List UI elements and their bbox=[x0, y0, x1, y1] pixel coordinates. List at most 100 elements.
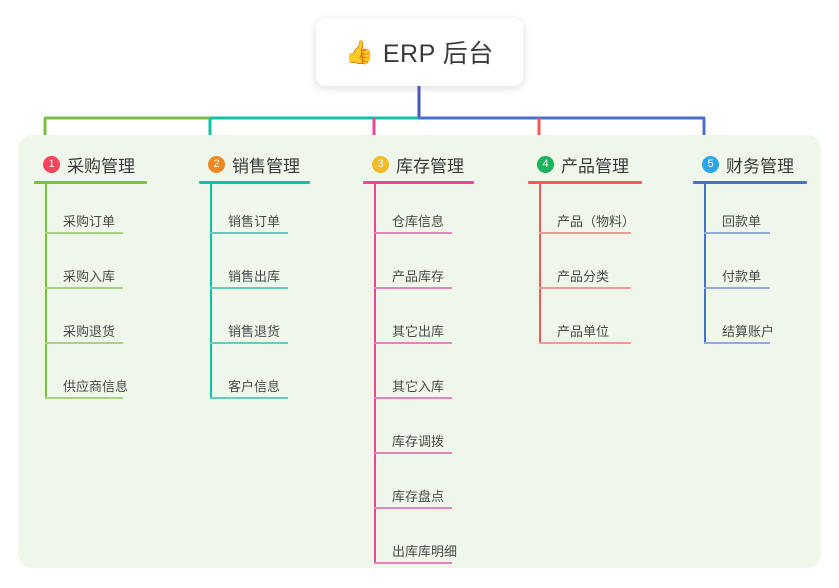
leaf-node[interactable]: 出库库明细 bbox=[363, 514, 513, 569]
leaf-node[interactable]: 其它出库 bbox=[363, 294, 513, 349]
mindmap-column-4: 4 产品管理产品（物料） 产品分类产品单位 bbox=[528, 149, 678, 349]
column-title: 采购管理 bbox=[67, 156, 135, 176]
column-title: 产品管理 bbox=[561, 156, 629, 176]
leaf-node-underline bbox=[374, 287, 452, 289]
leaf-node[interactable]: 客户信息 bbox=[199, 349, 349, 404]
leaf-node-underline bbox=[539, 232, 631, 234]
leaf-node-underline bbox=[704, 342, 770, 344]
column-header-1[interactable]: 1 采购管理 bbox=[34, 149, 184, 179]
column-underline bbox=[528, 181, 642, 184]
leaf-node[interactable]: 供应商信息 bbox=[34, 349, 184, 404]
column-spine bbox=[704, 184, 706, 344]
leaf-node-label: 客户信息 bbox=[228, 379, 281, 394]
leaf-node-label: 结算账户 bbox=[722, 324, 775, 339]
column-number-badge: 4 bbox=[537, 155, 554, 173]
mindmap-column-2: 2 销售管理销售订单销售出库销售退货客户信息 bbox=[199, 149, 349, 404]
leaf-node[interactable]: 回款单 bbox=[693, 184, 825, 239]
leaf-node[interactable]: 付款单 bbox=[693, 239, 825, 294]
column-spine bbox=[45, 184, 47, 399]
column-header-3[interactable]: 3 库存管理 bbox=[363, 149, 513, 179]
column-spine bbox=[210, 184, 212, 399]
column-header-4[interactable]: 4 产品管理 bbox=[528, 149, 678, 179]
column-spine bbox=[539, 184, 541, 344]
leaf-node-underline bbox=[374, 507, 452, 509]
leaf-node[interactable]: 产品分类 bbox=[528, 239, 678, 294]
leaf-node-label: 销售订单 bbox=[228, 214, 281, 229]
column-header-2[interactable]: 2 销售管理 bbox=[199, 149, 349, 179]
leaf-node-underline bbox=[210, 342, 288, 344]
thumbs-up-icon: 👍 bbox=[345, 38, 374, 65]
column-number-badge: 3 bbox=[372, 155, 389, 173]
leaf-node-underline bbox=[45, 397, 123, 399]
leaf-node-underline bbox=[45, 287, 123, 289]
column-spine bbox=[374, 184, 376, 564]
leaf-node[interactable]: 采购订单 bbox=[34, 184, 184, 239]
column-number-badge: 5 bbox=[702, 155, 719, 173]
leaf-node-label: 采购入库 bbox=[63, 269, 116, 284]
column-number-badge: 1 bbox=[43, 155, 60, 173]
mindmap-column-1: 1 采购管理采购订单采购入库采购退货供应商信息 bbox=[34, 149, 184, 404]
leaf-node-underline bbox=[374, 397, 452, 399]
column-items: 仓库信息产品库存其它出库其它入库库存调拨库存盘点出库库明细 bbox=[363, 184, 513, 569]
leaf-node-label: 采购退货 bbox=[63, 324, 116, 339]
leaf-node[interactable]: 库存调拨 bbox=[363, 404, 513, 459]
leaf-node[interactable]: 销售退货 bbox=[199, 294, 349, 349]
mindmap-panel: 1 采购管理采购订单采购入库采购退货供应商信息 2 销售管理销售订单销售出库销售退货客… bbox=[18, 135, 821, 568]
leaf-node-underline bbox=[374, 342, 452, 344]
leaf-node[interactable]: 采购退货 bbox=[34, 294, 184, 349]
mindmap-column-3: 3 库存管理仓库信息产品库存其它出库其它入库库存调拨库存盘点出库库明细 bbox=[363, 149, 513, 569]
column-underline bbox=[363, 181, 474, 184]
leaf-node-label: 产品（物料） bbox=[557, 214, 636, 229]
leaf-node-label: 仓库信息 bbox=[392, 214, 445, 229]
leaf-node-label: 库存调拨 bbox=[392, 434, 445, 449]
column-number-badge: 2 bbox=[208, 155, 225, 173]
leaf-node-label: 其它出库 bbox=[392, 324, 445, 339]
column-items: 回款单付款单结算账户 bbox=[693, 184, 825, 349]
leaf-node[interactable]: 采购入库 bbox=[34, 239, 184, 294]
leaf-node-underline bbox=[374, 232, 452, 234]
leaf-node[interactable]: 其它入库 bbox=[363, 349, 513, 404]
root-node-card[interactable]: 👍 ERP 后台 bbox=[316, 18, 523, 86]
column-underline bbox=[199, 181, 310, 184]
leaf-node-label: 其它入库 bbox=[392, 379, 445, 394]
leaf-node-label: 库存盘点 bbox=[392, 489, 445, 504]
column-items: 采购订单采购入库采购退货供应商信息 bbox=[34, 184, 184, 404]
leaf-node[interactable]: 销售订单 bbox=[199, 184, 349, 239]
column-title: 财务管理 bbox=[726, 156, 794, 176]
column-title: 库存管理 bbox=[396, 156, 464, 176]
leaf-node-underline bbox=[539, 287, 631, 289]
leaf-node-underline bbox=[210, 287, 288, 289]
leaf-node[interactable]: 产品单位 bbox=[528, 294, 678, 349]
leaf-node-label: 采购订单 bbox=[63, 214, 116, 229]
column-underline bbox=[34, 181, 147, 184]
leaf-node-label: 回款单 bbox=[722, 214, 762, 229]
leaf-node-underline bbox=[210, 232, 288, 234]
leaf-node-label: 供应商信息 bbox=[63, 379, 129, 394]
leaf-node-underline bbox=[704, 232, 770, 234]
root-node-title: ERP 后台 bbox=[382, 40, 494, 68]
leaf-node-underline bbox=[539, 342, 631, 344]
leaf-node-underline bbox=[704, 287, 770, 289]
leaf-node-label: 销售出库 bbox=[228, 269, 281, 284]
leaf-node-label: 产品库存 bbox=[392, 269, 445, 284]
leaf-node[interactable]: 销售出库 bbox=[199, 239, 349, 294]
leaf-node-label: 产品单位 bbox=[557, 324, 610, 339]
leaf-node-underline bbox=[374, 562, 452, 564]
column-items: 销售订单销售出库销售退货客户信息 bbox=[199, 184, 349, 404]
leaf-node-label: 产品分类 bbox=[557, 269, 610, 284]
column-items: 产品（物料） 产品分类产品单位 bbox=[528, 184, 678, 349]
leaf-node[interactable]: 产品（物料） bbox=[528, 184, 678, 239]
leaf-node-underline bbox=[374, 452, 452, 454]
leaf-node-label: 付款单 bbox=[722, 269, 762, 284]
column-title: 销售管理 bbox=[232, 156, 300, 176]
leaf-node[interactable]: 库存盘点 bbox=[363, 459, 513, 514]
leaf-node-label: 出库库明细 bbox=[392, 544, 458, 559]
leaf-node-underline bbox=[45, 342, 123, 344]
column-header-5[interactable]: 5 财务管理 bbox=[693, 149, 825, 179]
leaf-node[interactable]: 仓库信息 bbox=[363, 184, 513, 239]
leaf-node-label: 销售退货 bbox=[228, 324, 281, 339]
leaf-node[interactable]: 产品库存 bbox=[363, 239, 513, 294]
leaf-node[interactable]: 结算账户 bbox=[693, 294, 825, 349]
mindmap-column-5: 5 财务管理回款单付款单结算账户 bbox=[693, 149, 825, 349]
column-underline bbox=[693, 181, 807, 184]
